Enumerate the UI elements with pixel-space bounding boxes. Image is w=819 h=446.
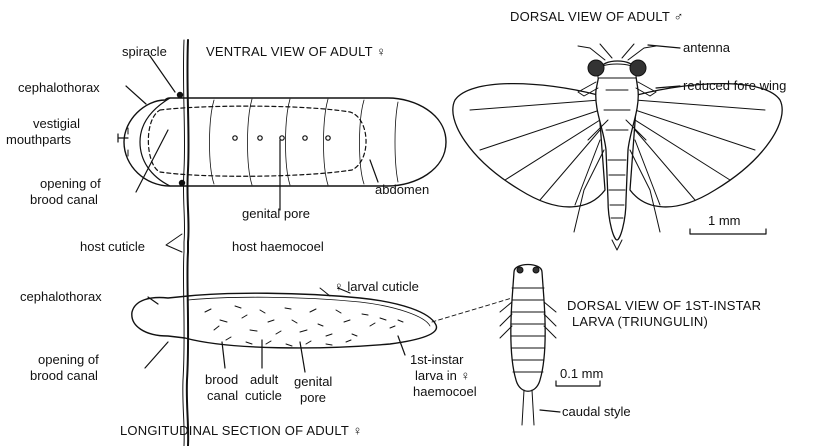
title-dorsal-larva-line1: DORSAL VIEW OF 1ST-INSTAR: [567, 298, 761, 313]
label-opening-bottom-line1: opening of: [38, 352, 99, 367]
label-host-cuticle: host cuticle: [80, 239, 145, 254]
label-instar-line3: haemocoel: [413, 384, 477, 399]
label-opening-top-line2: brood canal: [30, 192, 98, 207]
label-spiracle: spiracle: [122, 44, 167, 59]
label-instar-line2: larva in ♀: [415, 368, 470, 383]
scale-bar-adult: [690, 229, 766, 234]
title-ventral-view: VENTRAL VIEW OF ADULT ♀: [206, 44, 386, 59]
title-longitudinal-section: LONGITUDINAL SECTION OF ADULT ♀: [120, 423, 363, 438]
label-adult-cuticle-line2: cuticle: [245, 388, 282, 403]
label-abdomen: abdomen: [375, 182, 429, 197]
label-cephalothorax-top: cephalothorax: [18, 80, 100, 95]
label-vestigial-line2: mouthparts: [6, 132, 71, 147]
title-dorsal-adult: DORSAL VIEW OF ADULT ♂: [510, 9, 684, 24]
label-brood-canal-line2: canal: [207, 388, 238, 403]
label-genital-pore-bottom-line1: genital: [294, 374, 332, 389]
label-opening-top-line1: opening of: [40, 176, 101, 191]
scale-bar-larva: [556, 381, 600, 386]
label-adult-cuticle-line1: adult: [250, 372, 278, 387]
host-cuticle-wall-inner: [183, 40, 185, 446]
label-genital-pore-bottom-line2: pore: [300, 390, 326, 405]
label-caudal-style: caudal style: [562, 404, 631, 419]
label-host-haemocoel: host haemocoel: [232, 239, 324, 254]
host-cuticle-wall: [187, 40, 189, 446]
label-cephalothorax-bottom: cephalothorax: [20, 289, 102, 304]
label-vestigial-line1: vestigial: [33, 116, 80, 131]
first-instar-larva: [500, 265, 556, 426]
label-genital-pore-top: genital pore: [242, 206, 310, 221]
scale-label-larva: 0.1 mm: [560, 366, 603, 381]
label-brood-canal-line1: brood: [205, 372, 238, 387]
scale-label-adult: 1 mm: [708, 213, 741, 228]
label-instar-line1: 1st-instar: [410, 352, 463, 367]
ventral-adult-female: [124, 92, 446, 186]
title-dorsal-larva-line2: LARVA (TRIUNGULIN): [572, 314, 708, 329]
label-antenna: antenna: [683, 40, 730, 55]
label-opening-bottom-line2: brood canal: [30, 368, 98, 383]
label-larval-cuticle: ♀ larval cuticle: [334, 279, 419, 294]
label-reduced-fore-wing: reduced fore wing: [683, 78, 786, 93]
host-cuticle-pointer: [166, 234, 182, 252]
